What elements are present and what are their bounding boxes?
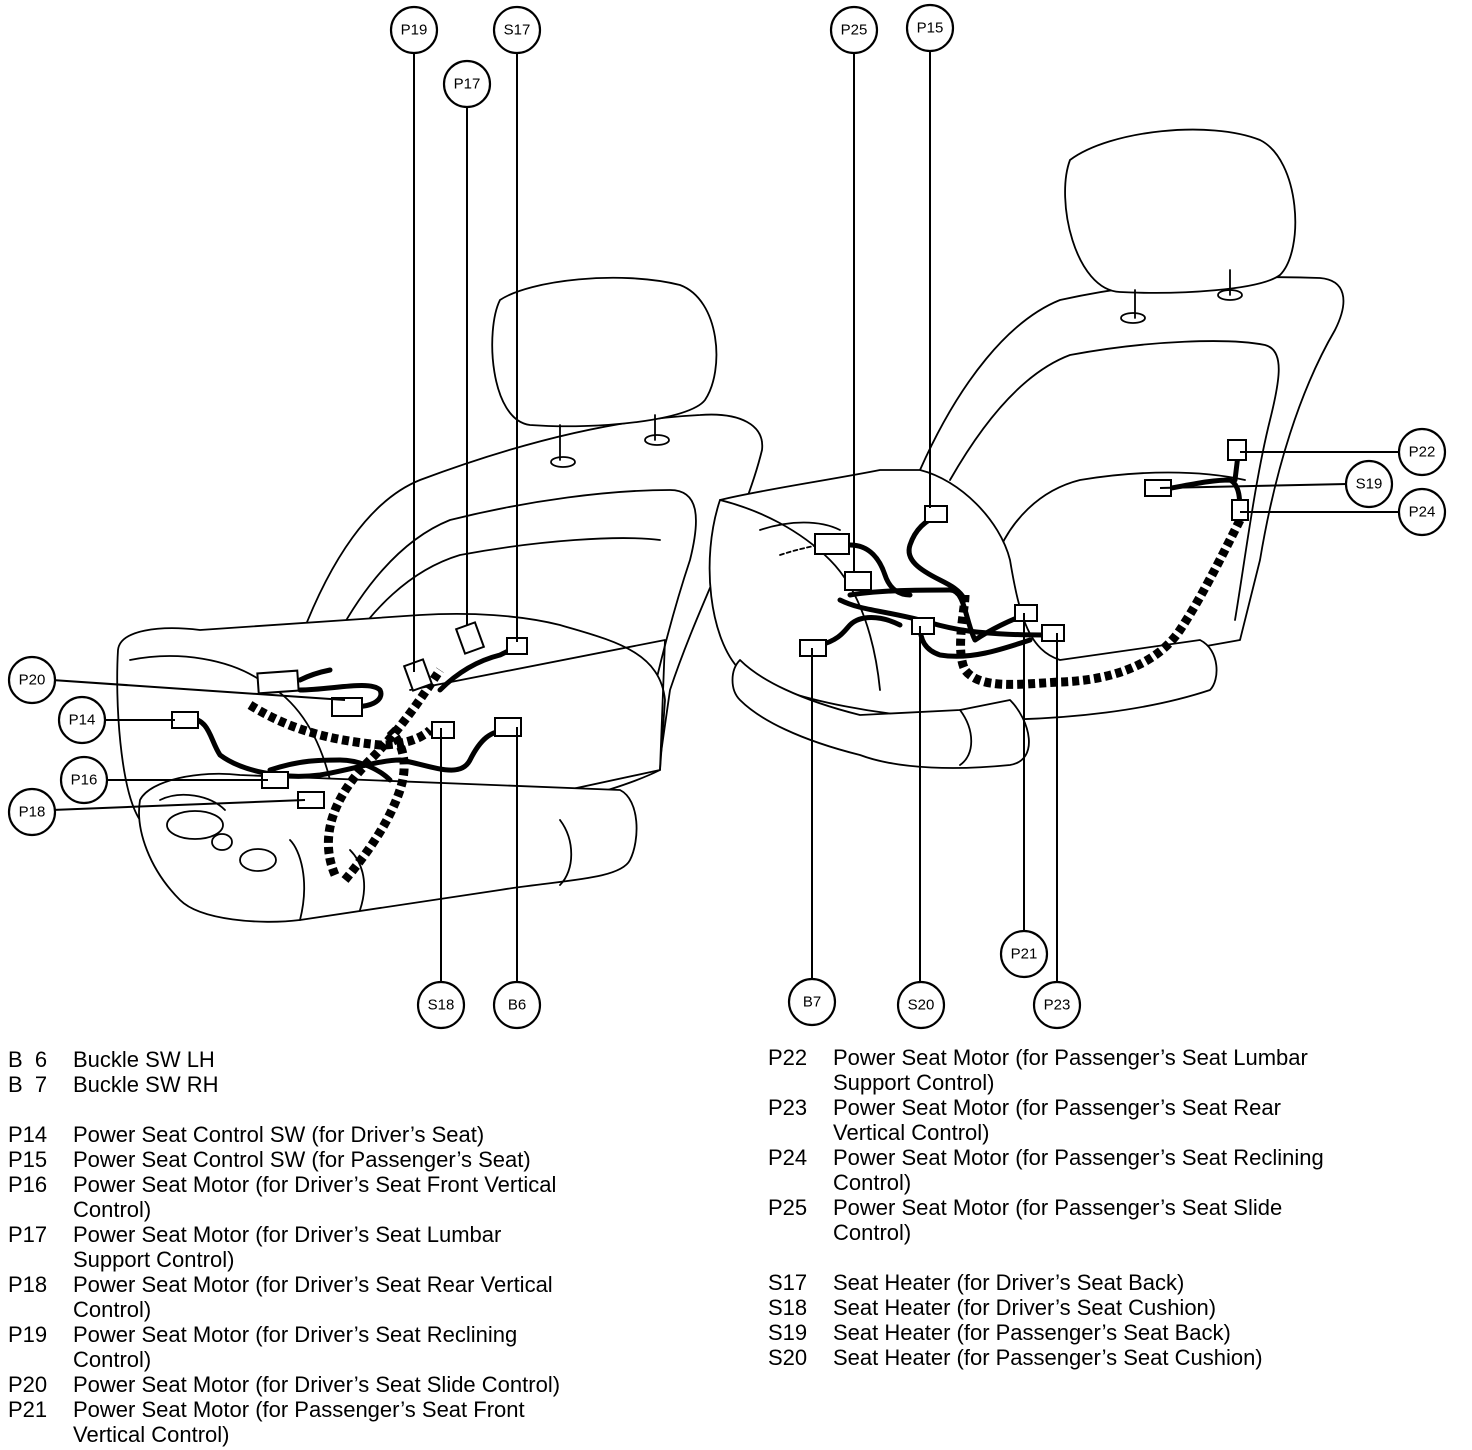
legend-code: P14 <box>8 1122 48 1147</box>
callout-label: P25 <box>841 22 868 39</box>
callout-label: P16 <box>71 772 98 789</box>
legend-item-s17: S17 Seat Heater (for Driver’s Seat Back) <box>768 1270 1468 1295</box>
legend-description: Power Seat Control SW (for Passenger’s S… <box>73 1147 531 1172</box>
callout-label: P14 <box>69 712 96 729</box>
callout-s19: S19 <box>1344 459 1394 509</box>
callout-label: P22 <box>1409 444 1436 461</box>
callout-p23: P23 <box>1032 980 1082 1030</box>
legend-right: P22 Power Seat Motor (for Passenger’s Se… <box>768 1045 1468 1370</box>
legend-description: Power Seat Motor (for Driver’s Seat Fron… <box>73 1172 557 1222</box>
legend-item-p21: P21 Power Seat Motor (for Passenger’s Se… <box>8 1397 728 1447</box>
legend-code: P16 <box>8 1172 48 1197</box>
callout-p17: P17 <box>442 59 492 109</box>
legend-item-s18: S18 Seat Heater (for Driver’s Seat Cushi… <box>768 1295 1468 1320</box>
legend-code: B 6 <box>8 1047 48 1072</box>
callout-label: P21 <box>1011 946 1038 963</box>
callout-p21: P21 <box>999 929 1049 979</box>
legend-code: P25 <box>768 1195 808 1220</box>
legend-description: Power Seat Control SW (for Driver’s Seat… <box>73 1122 485 1147</box>
callout-p24: P24 <box>1397 487 1447 537</box>
legend-item-p22: P22 Power Seat Motor (for Passenger’s Se… <box>768 1045 1468 1095</box>
legend-item-b7: B 7 Buckle SW RH <box>8 1072 728 1097</box>
legend-item-p24: P24 Power Seat Motor (for Passenger’s Se… <box>768 1145 1468 1195</box>
callout-p18: P18 <box>7 787 57 837</box>
legend-item-p15: P15 Power Seat Control SW (for Passenger… <box>8 1147 728 1172</box>
legend-description: Power Seat Motor (for Passenger’s Seat S… <box>833 1195 1283 1245</box>
legend-description: Seat Heater (for Driver’s Seat Cushion) <box>833 1295 1217 1320</box>
legend-code: P20 <box>8 1372 48 1397</box>
passenger-seat-drawing <box>708 128 1345 769</box>
callout-s20: S20 <box>896 980 946 1030</box>
callout-label: P23 <box>1044 997 1071 1014</box>
legend-code: S17 <box>768 1270 808 1295</box>
legend-spacer <box>768 1245 1468 1270</box>
callout-p14: P14 <box>57 695 107 745</box>
callout-b6: B6 <box>492 980 542 1030</box>
legend-code: P18 <box>8 1272 48 1297</box>
callout-s18: S18 <box>416 980 466 1030</box>
legend-description: Seat Heater (for Passenger’s Seat Cushio… <box>833 1345 1263 1370</box>
legend-item-p14: P14 Power Seat Control SW (for Driver’s … <box>8 1122 728 1147</box>
callout-label: B6 <box>508 997 526 1014</box>
legend-item-p20: P20 Power Seat Motor (for Driver’s Seat … <box>8 1372 728 1397</box>
legend-code: S19 <box>768 1320 808 1345</box>
legend-item-p19: P19 Power Seat Motor (for Driver’s Seat … <box>8 1322 728 1372</box>
legend-code: B 7 <box>8 1072 48 1097</box>
callout-label: S19 <box>1356 476 1383 493</box>
legend-description: Power Seat Motor (for Driver’s Seat Lumb… <box>73 1222 502 1272</box>
callout-label: S17 <box>504 22 531 39</box>
callout-label: P18 <box>19 804 46 821</box>
leader-lines <box>51 48 1400 985</box>
legend-description: Power Seat Motor (for Passenger’s Seat R… <box>833 1095 1281 1145</box>
legend-code: P21 <box>8 1397 48 1422</box>
driver-seat-drawing <box>116 276 763 923</box>
callout-p22: P22 <box>1397 427 1447 477</box>
callout-label: P19 <box>401 22 428 39</box>
callout-label: P17 <box>454 76 481 93</box>
legend-code: P22 <box>768 1045 808 1070</box>
legend-item-s20: S20 Seat Heater (for Passenger’s Seat Cu… <box>768 1345 1468 1370</box>
callout-p16: P16 <box>59 755 109 805</box>
legend-item-p23: P23 Power Seat Motor (for Passenger’s Se… <box>768 1095 1468 1145</box>
callout-p25: P25 <box>829 5 879 55</box>
callout-b7: B7 <box>787 977 837 1027</box>
legend-description: Seat Heater (for Passenger’s Seat Back) <box>833 1320 1231 1345</box>
callout-label: P20 <box>19 672 46 689</box>
legend-description: Buckle SW RH <box>73 1072 219 1097</box>
callout-label: P24 <box>1409 504 1436 521</box>
legend-description: Power Seat Motor (for Passenger’s Seat L… <box>833 1045 1308 1095</box>
legend-item-p16: P16 Power Seat Motor (for Driver’s Seat … <box>8 1172 728 1222</box>
callout-label: B7 <box>803 994 821 1011</box>
legend-description: Power Seat Motor (for Driver’s Seat Rear… <box>73 1272 553 1322</box>
legend-left: B 6 Buckle SW LH B 7 Buckle SW RH P14 Po… <box>8 1047 728 1447</box>
legend-item-p17: P17 Power Seat Motor (for Driver’s Seat … <box>8 1222 728 1272</box>
legend-description: Power Seat Motor (for Passenger’s Seat F… <box>73 1397 525 1447</box>
legend-description: Power Seat Motor (for Driver’s Seat Slid… <box>73 1372 561 1397</box>
legend-code: P19 <box>8 1322 48 1347</box>
legend-item-b6: B 6 Buckle SW LH <box>8 1047 728 1072</box>
legend-code: S20 <box>768 1345 808 1370</box>
legend-code: S18 <box>768 1295 808 1320</box>
callout-label: P15 <box>917 20 944 37</box>
legend-code: P23 <box>768 1095 808 1120</box>
legend-description: Power Seat Motor (for Driver’s Seat Recl… <box>73 1322 518 1372</box>
seat-wiring-diagram: P19 S17 P17 P25 P15 P20 P14 P16 P18 S18 … <box>7 3 1447 1030</box>
legend-code: P17 <box>8 1222 48 1247</box>
legend-description: Seat Heater (for Driver’s Seat Back) <box>833 1270 1185 1295</box>
legend-code: P24 <box>768 1145 808 1170</box>
legend-code: P15 <box>8 1147 48 1172</box>
callout-label: S18 <box>428 997 455 1014</box>
callout-p20: P20 <box>7 655 57 705</box>
legend-item-p18: P18 Power Seat Motor (for Driver’s Seat … <box>8 1272 728 1322</box>
callout-s17: S17 <box>492 5 542 55</box>
callout-p15: P15 <box>905 3 955 53</box>
legend-item-p25: P25 Power Seat Motor (for Passenger’s Se… <box>768 1195 1468 1245</box>
legend-spacer <box>8 1097 728 1122</box>
callout-p19: P19 <box>389 5 439 55</box>
callout-label: S20 <box>908 997 935 1014</box>
legend-description: Power Seat Motor (for Passenger’s Seat R… <box>833 1145 1324 1195</box>
legend-item-s19: S19 Seat Heater (for Passenger’s Seat Ba… <box>768 1320 1468 1345</box>
legend-description: Buckle SW LH <box>73 1047 215 1072</box>
